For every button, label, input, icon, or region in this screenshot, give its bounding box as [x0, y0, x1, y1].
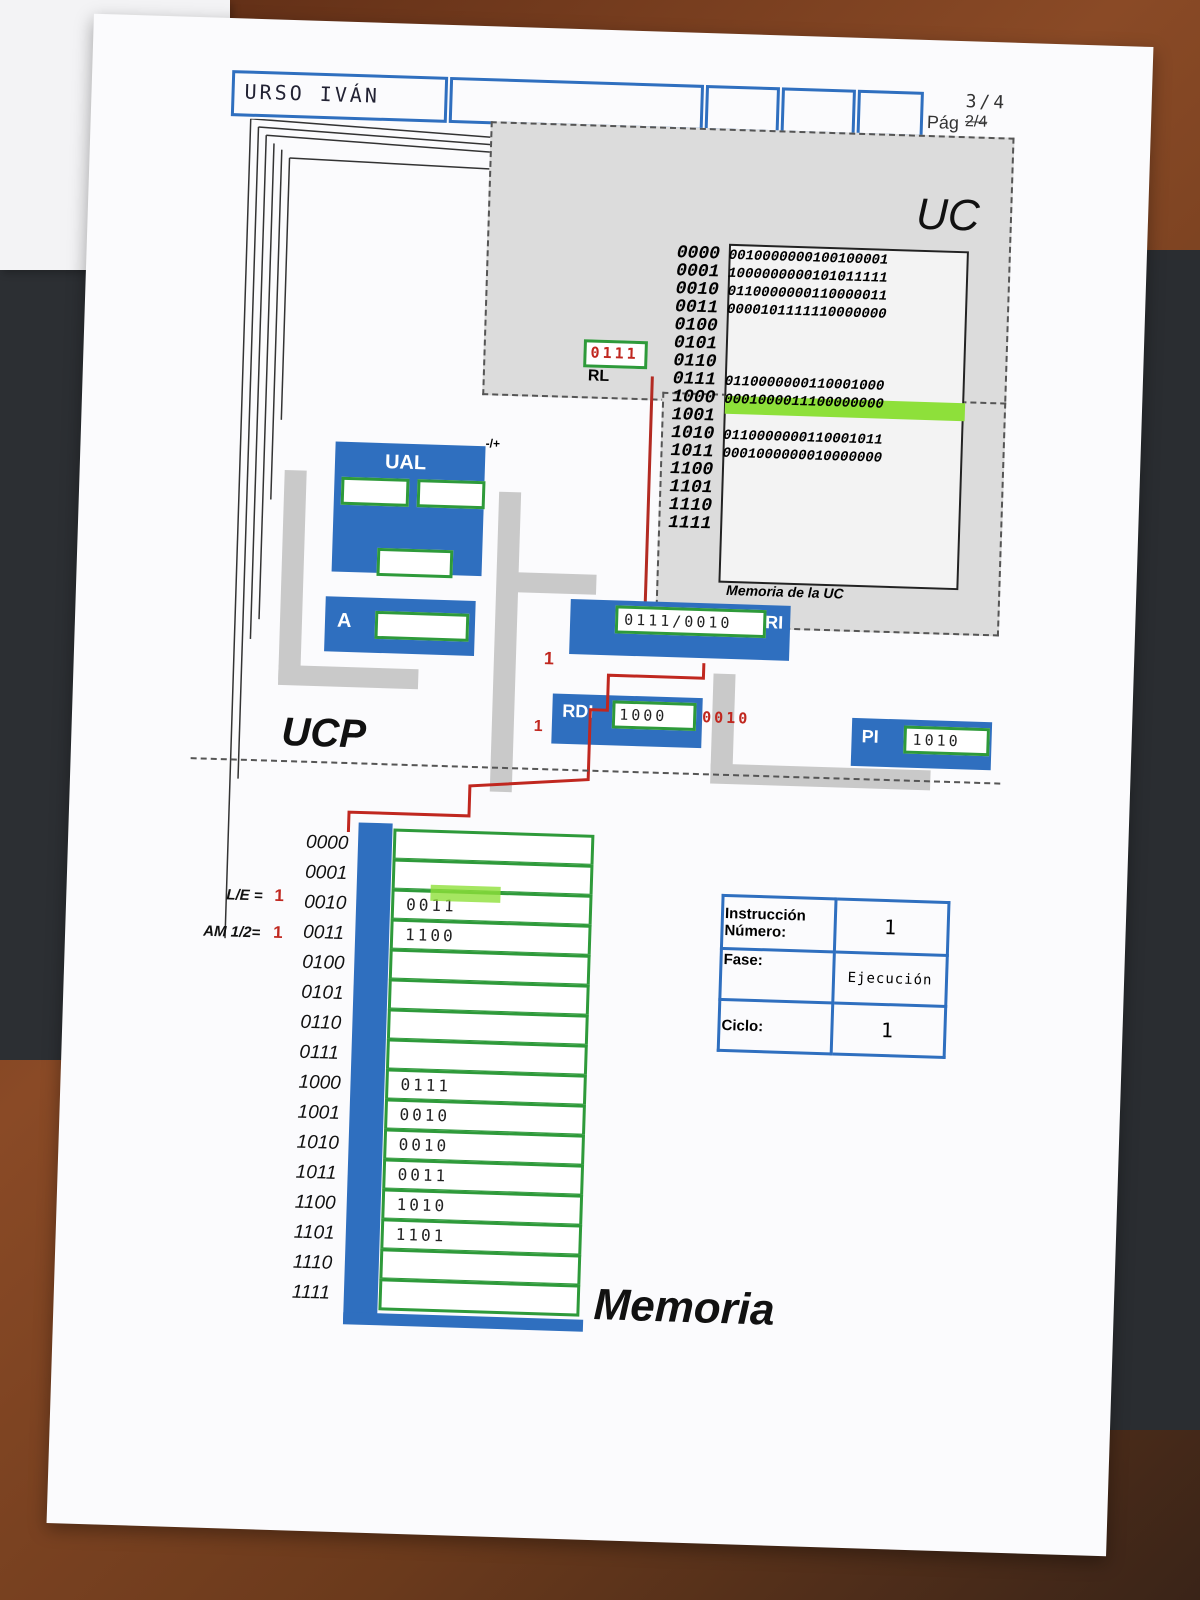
am-label: AM 1/2= [202, 922, 261, 942]
memory-row-address: 0100 [301, 951, 345, 975]
header-box-5 [856, 89, 924, 138]
memory-row-address: 1110 [292, 1251, 333, 1274]
header-box-4 [780, 87, 856, 136]
ucp-title: UCP [280, 709, 367, 757]
ual-output [376, 547, 454, 579]
page-label: Pág [926, 111, 960, 133]
cycle-label: Ciclo: [718, 999, 833, 1054]
memory-cell [378, 1278, 581, 1317]
header-box-3 [704, 84, 781, 134]
le-value: 1 [274, 885, 285, 906]
ri-value: 0111/0010 [623, 610, 733, 633]
memory-cell-value: 0011 [397, 1164, 449, 1186]
le-label: L/E = [226, 886, 263, 905]
pi-register: 1010 [903, 725, 990, 757]
page-number-printed: 2/4 [964, 113, 988, 131]
pi-value: 1010 [912, 730, 961, 751]
memory-row-address: 0010 [303, 891, 347, 915]
memory-row-address: 1000 [298, 1071, 342, 1094]
a-label: A [336, 609, 352, 633]
memory-cell-value: 1010 [396, 1194, 448, 1216]
memory-cell-value: 1100 [404, 924, 457, 946]
page-number-hand: 3/4 [965, 91, 1008, 114]
rl-value: 0111 [590, 343, 639, 363]
memory-row-address: 1100 [294, 1191, 336, 1214]
pi-label: PI [861, 726, 879, 747]
ual-input-left [340, 476, 410, 507]
instruction-value: 1 [834, 898, 949, 956]
student-name: URSO IVÁN [244, 79, 381, 108]
memory-row-address: 0001 [304, 861, 348, 885]
rl-label: RL [587, 367, 610, 386]
uc-row-address: 1111 [667, 513, 712, 535]
memory-row-address: 1111 [291, 1281, 331, 1304]
name-box: URSO IVÁN [230, 70, 449, 123]
bus-to-ri [516, 572, 597, 595]
ri-register: 0111/0010 [614, 605, 767, 639]
memory-cell-value: 0010 [399, 1104, 451, 1126]
memory-row-address: 1101 [293, 1221, 335, 1244]
rl-register: 0111 [583, 339, 648, 370]
a-register [374, 610, 470, 642]
memory-row-address: 0110 [300, 1011, 342, 1034]
memory-row-address: 1010 [296, 1131, 340, 1154]
memory-cell-value: 0111 [400, 1074, 452, 1096]
memory-title: Memoria [592, 1280, 776, 1335]
red-path [346, 663, 706, 833]
memory-row-address: 1001 [297, 1101, 341, 1124]
memory-row-address: 1011 [295, 1161, 337, 1184]
memory-highlight [430, 884, 501, 903]
memory-row-address: 0101 [301, 981, 344, 1005]
memory-row-address: 0111 [299, 1041, 340, 1064]
instruction-label: Instrucción Número: [721, 895, 837, 952]
memory-cell-value: 1101 [395, 1224, 447, 1246]
phase-label: Fase: [719, 948, 835, 1003]
cycle-value: 1 [831, 1002, 946, 1058]
phase-value: Ejecución [832, 951, 948, 1007]
uc-title: UC [915, 189, 981, 241]
ual-sign: -/+ [485, 436, 501, 451]
header-box-2 [448, 76, 705, 131]
ri-label: RI [764, 612, 784, 633]
memory-row-address: 0011 [302, 921, 345, 945]
status-table: Instrucción Número: 1 Fase: Ejecución Ci… [717, 894, 951, 1059]
memory-row-address: 0000 [305, 831, 349, 855]
ual-label: UAL [384, 451, 427, 475]
ual-input-right [416, 479, 486, 510]
memory-cell-value: 0010 [398, 1134, 450, 1156]
am-value: 1 [272, 922, 283, 943]
